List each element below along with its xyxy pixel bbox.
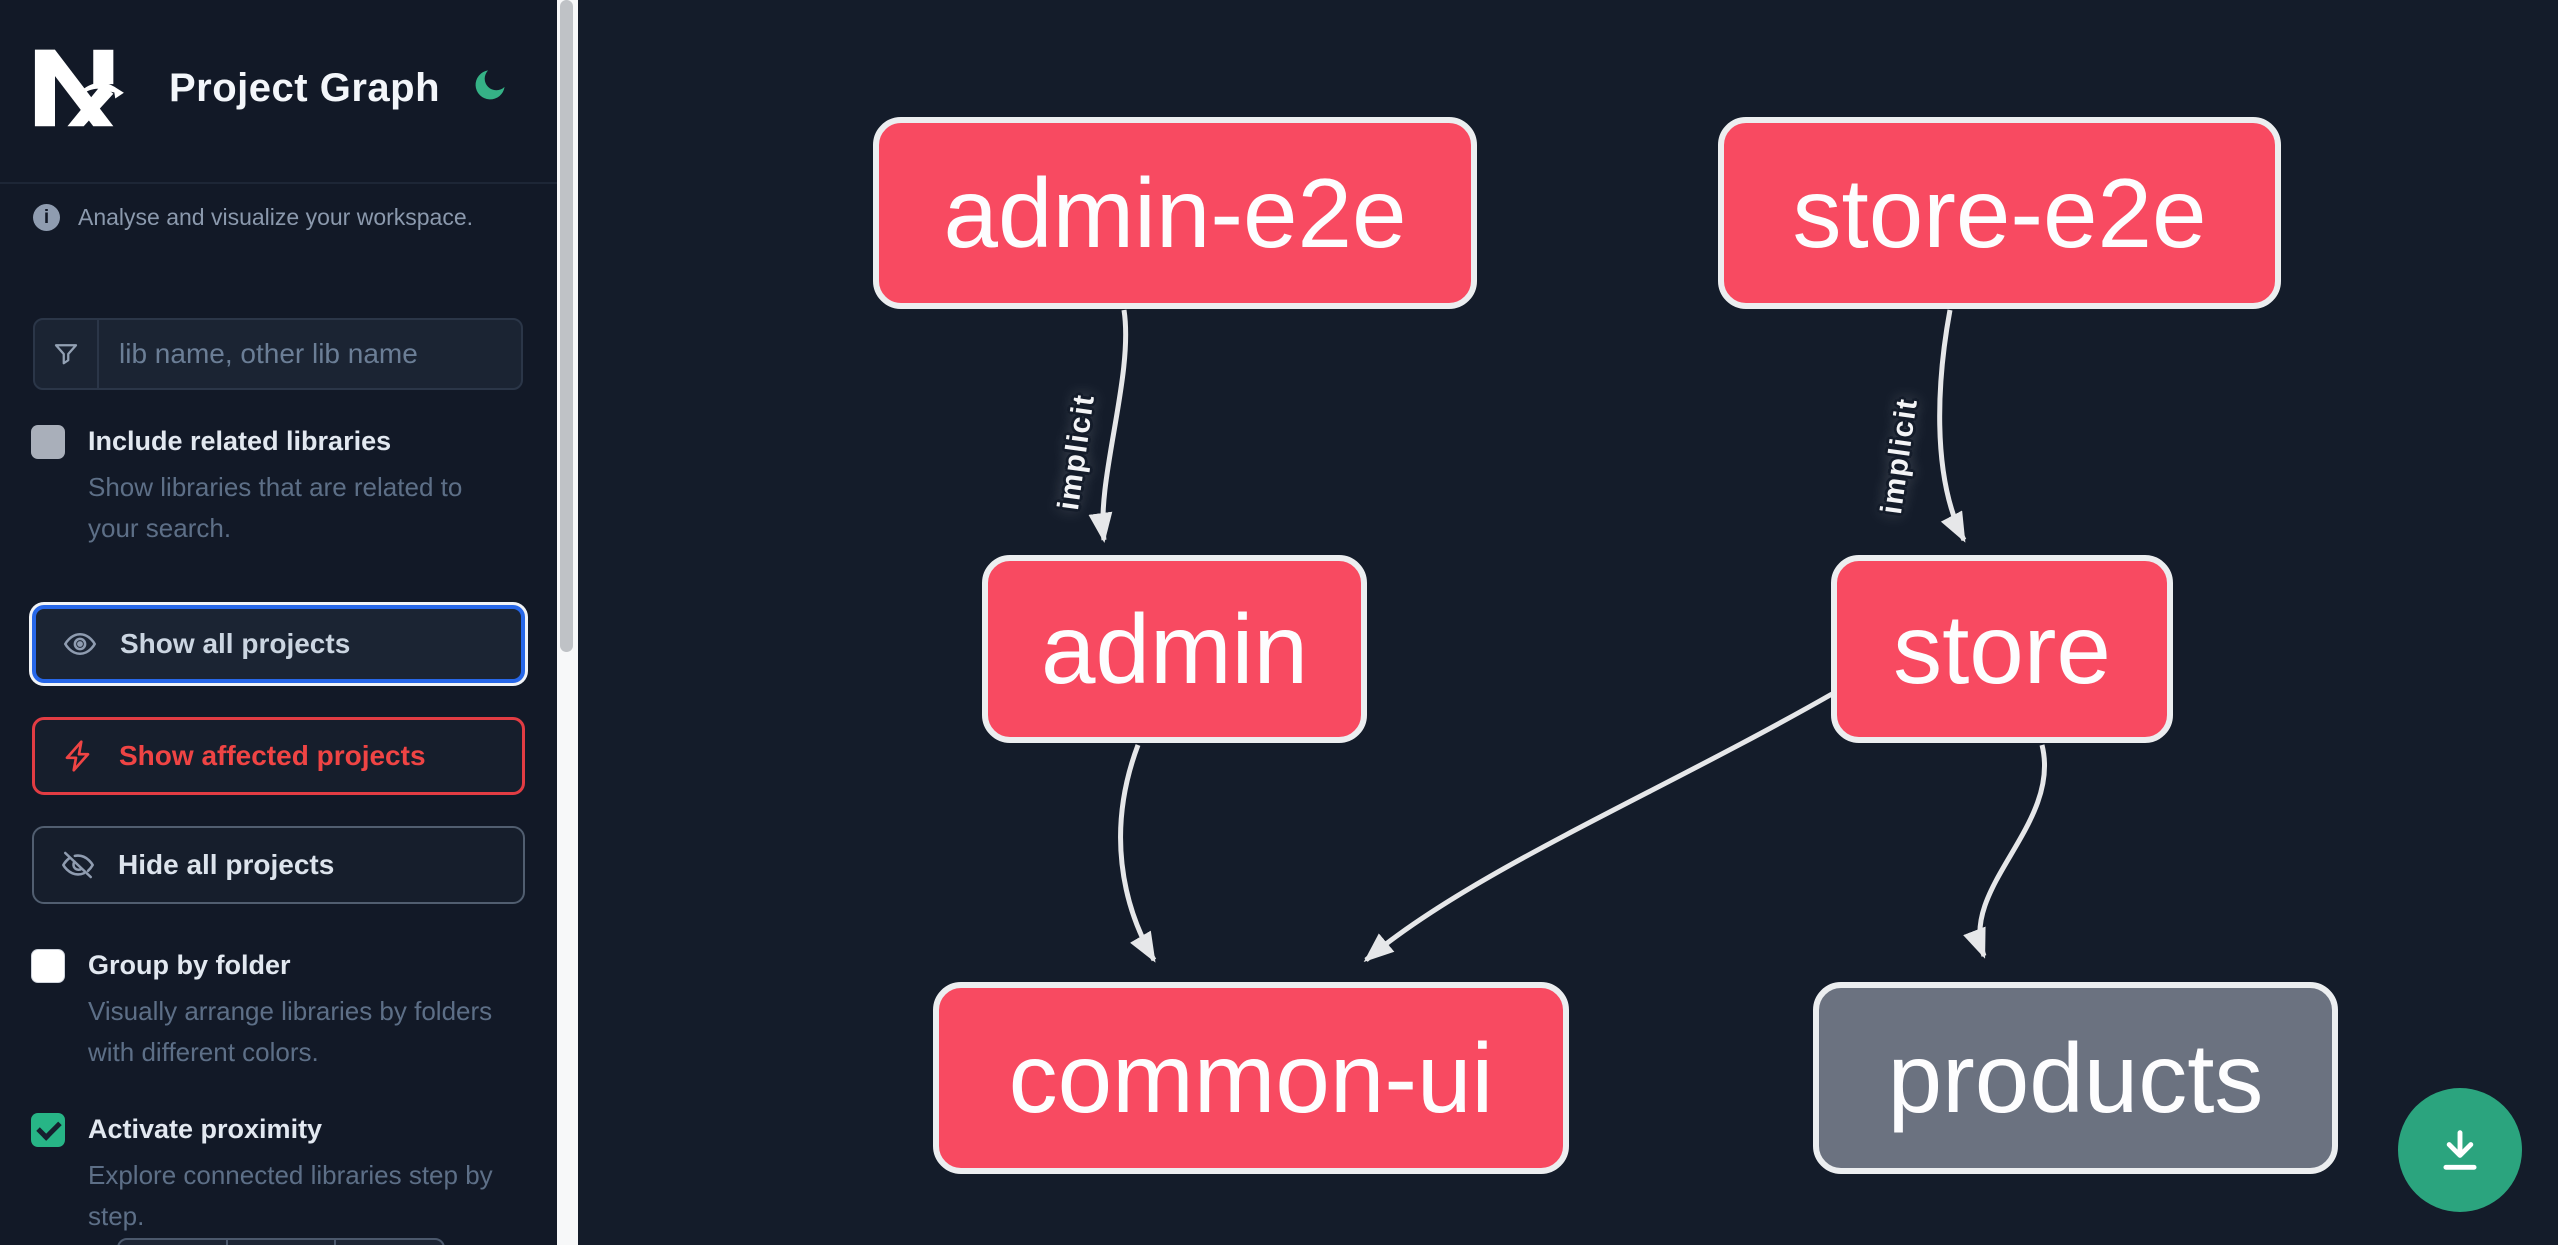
node-admin[interactable]: admin [982, 555, 1367, 743]
edge-store-e2e-store[interactable] [1937, 309, 1967, 543]
eye-slash-icon [62, 851, 94, 879]
page-title: Project Graph [169, 65, 441, 110]
toggle-label[interactable]: Activate proximity [88, 1114, 323, 1144]
checkbox-activate-proximity[interactable] [31, 1113, 65, 1147]
show-affected-projects-button[interactable]: Show affected projects [32, 717, 525, 795]
button-label: Show all projects [120, 628, 351, 659]
moon-icon [475, 69, 505, 99]
node-admin-e2e[interactable]: admin-e2e [873, 117, 1477, 309]
toggle-activate-proximity: Activate proximity Explore connected lib… [31, 1112, 525, 1237]
node-products[interactable]: products [1813, 982, 2338, 1174]
sidebar: Project Graph i Analyse and visualize yo… [0, 0, 557, 1245]
download-button[interactable] [2398, 1088, 2522, 1212]
edge-admin-common-ui[interactable] [1118, 744, 1157, 963]
eye-icon [64, 632, 96, 656]
depth-segment[interactable] [119, 1240, 226, 1245]
info-icon: i [33, 204, 60, 231]
node-store-e2e[interactable]: store-e2e [1718, 117, 2281, 309]
button-label: Hide all projects [118, 849, 335, 880]
proximity-depth-control[interactable] [117, 1238, 445, 1245]
sidebar-divider [0, 182, 557, 184]
nx-logo [34, 49, 124, 127]
toggle-description: Explore connected libraries step by step… [88, 1160, 493, 1231]
toggle-group-by-folder: Group by folder Visually arrange librari… [31, 948, 525, 1073]
node-common-ui[interactable]: common-ui [933, 982, 1569, 1174]
search-input[interactable] [99, 320, 521, 388]
edge-store-products[interactable] [1963, 744, 2047, 959]
node-label: common-ui [1008, 1022, 1494, 1133]
filter-icon [35, 320, 99, 388]
edge-admin-e2e-admin[interactable] [1088, 309, 1129, 543]
edge-store-common-ui[interactable] [1363, 691, 1834, 962]
node-label: admin-e2e [943, 157, 1407, 268]
brand: Project Graph [29, 40, 529, 136]
node-label: products [1887, 1022, 2264, 1133]
node-label: store-e2e [1792, 157, 2207, 268]
scrollbar-thumb[interactable] [560, 0, 573, 652]
toggle-description: Show libraries that are related to your … [88, 472, 463, 543]
depth-segment[interactable] [334, 1240, 443, 1245]
download-icon [2443, 1130, 2477, 1170]
sidebar-scrollbar [557, 0, 578, 1245]
node-label: admin [1041, 593, 1308, 704]
toggle-label[interactable]: Include related libraries [88, 426, 392, 456]
workspace-info-row: i Analyse and visualize your workspace. [33, 204, 533, 231]
show-all-projects-button[interactable]: Show all projects [32, 605, 525, 683]
depth-segment[interactable] [225, 1240, 335, 1245]
theme-toggle-button[interactable] [468, 64, 512, 108]
node-label: store [1893, 593, 2111, 704]
button-label: Show affected projects [119, 740, 426, 771]
workspace-tagline: Analyse and visualize your workspace. [78, 204, 474, 230]
toggle-description: Visually arrange libraries by folders wi… [88, 996, 493, 1067]
checkbox-include-related[interactable] [31, 425, 65, 459]
checkbox-group-by-folder[interactable] [31, 949, 65, 983]
node-store[interactable]: store [1831, 555, 2173, 743]
toggle-label[interactable]: Group by folder [88, 950, 291, 980]
hide-all-projects-button[interactable]: Hide all projects [32, 826, 525, 904]
bolt-icon [65, 740, 90, 772]
toggle-include-related: Include related libraries Show libraries… [31, 424, 525, 549]
search-box [33, 318, 523, 390]
